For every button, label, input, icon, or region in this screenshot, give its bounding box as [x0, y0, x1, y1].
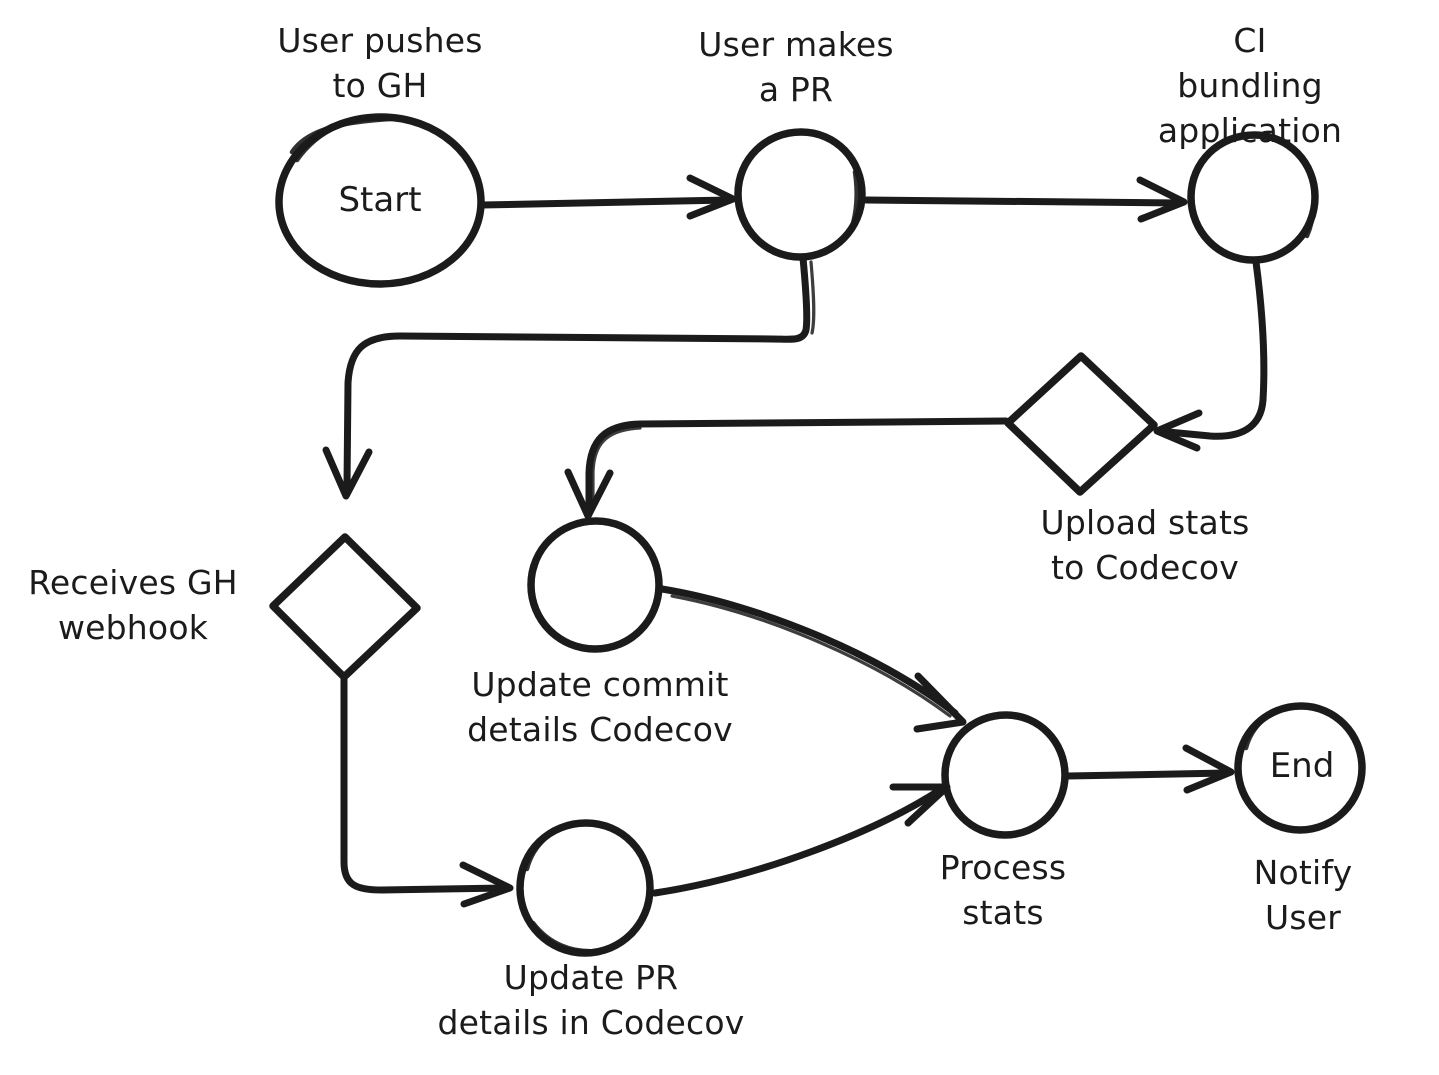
- node-webhook[interactable]: [269, 533, 421, 681]
- edge-ci-to-upload: [1153, 258, 1268, 452]
- label-upload: Upload stats to Codecov: [1040, 503, 1250, 587]
- edge-updatepr-to-process: [651, 783, 951, 897]
- node-update-pr[interactable]: [516, 819, 654, 957]
- node-update-commit[interactable]: [527, 517, 663, 653]
- node-pr[interactable]: [734, 128, 866, 261]
- edge-process-to-end: [1064, 744, 1235, 794]
- edge-upload-to-commit: [564, 417, 1010, 520]
- label-start: User pushes to GH: [277, 21, 483, 105]
- edge-start-to-pr: [478, 174, 737, 220]
- node-upload[interactable]: [1004, 352, 1158, 496]
- label-pr: User makes a PR: [698, 25, 894, 109]
- label-process: Process stats: [939, 848, 1067, 932]
- label-update-commit: Update commit details Codecov: [467, 665, 733, 749]
- node-process[interactable]: [941, 711, 1069, 839]
- label-ci: CI bundling application: [1157, 21, 1343, 150]
- label-update-pr: Update PR details in Codecov: [437, 958, 745, 1042]
- node-start-inner-text: Start: [338, 180, 422, 220]
- node-end-inner-text: End: [1269, 746, 1335, 786]
- edge-commit-to-process: [658, 585, 967, 733]
- node-start[interactable]: [275, 113, 485, 288]
- label-webhook: Receives GH webhook: [28, 563, 238, 647]
- node-end[interactable]: [1234, 702, 1366, 834]
- edge-webhook-to-update-pr: [340, 675, 514, 908]
- label-end: Notify User: [1253, 853, 1353, 937]
- node-ci[interactable]: [1187, 131, 1319, 264]
- edge-pr-to-ci: [862, 176, 1188, 223]
- edge-pr-to-webhook: [322, 254, 816, 500]
